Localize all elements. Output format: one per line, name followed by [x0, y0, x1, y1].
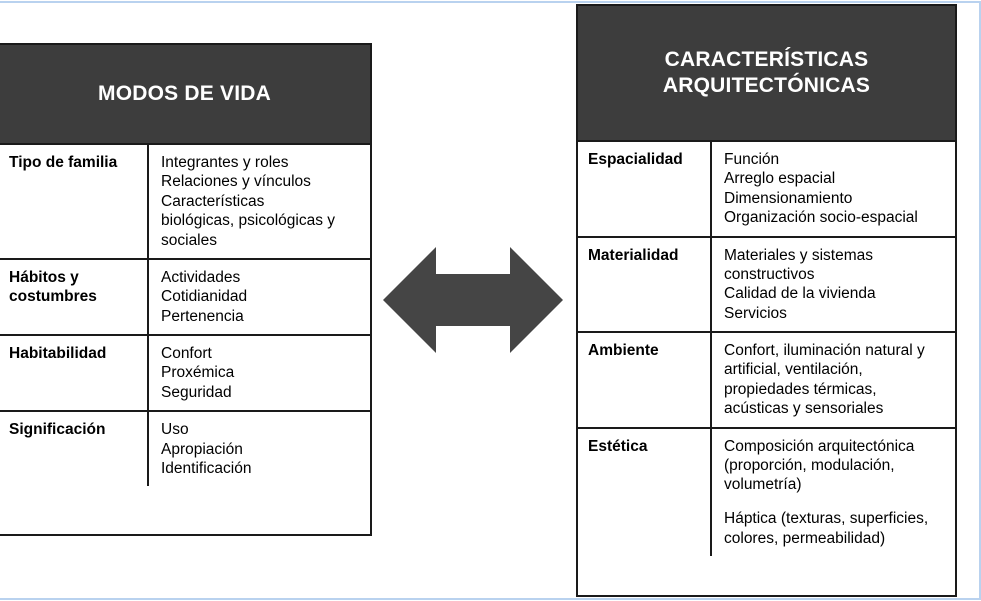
title-line-1: CARACTERÍSTICAS — [664, 48, 869, 72]
list-item: Características — [161, 192, 265, 210]
row-label-materialidad: Materialidad — [578, 237, 712, 331]
row-label-habitabilidad: Habitabilidad — [0, 336, 149, 411]
row-label-ambiente: Ambiente — [578, 333, 712, 427]
list-item-spacer — [724, 495, 947, 510]
row-items-ambiente: Confort, iluminación natural y artificia… — [712, 333, 955, 427]
row-items-significacion: Uso Apropiación Identificación — [149, 412, 370, 486]
list-item: sociales — [161, 231, 217, 249]
list-item: Materiales y sistemas — [724, 246, 874, 264]
modos-de-vida-title: MODOS DE VIDA — [98, 82, 271, 106]
row-items-estetica: Composición arquitectónica (proporción, … — [712, 429, 955, 557]
row-items-habitabilidad: Confort Proxémica Seguridad — [149, 336, 370, 410]
list-item: Composición arquitectónica — [724, 437, 915, 455]
list-item: Identificación — [161, 459, 252, 477]
list-item: Función — [724, 151, 780, 168]
modos-de-vida-table: MODOS DE VIDA Tipo de familia Integrante… — [0, 43, 372, 536]
list-item: Apropiación — [161, 440, 243, 458]
row-label-espacialidad: Espacialidad — [578, 142, 712, 236]
title-line-2: ARQUITECTÓNICAS — [662, 74, 871, 97]
list-item: Arreglo espacial — [724, 170, 836, 188]
list-item: Seguridad — [161, 383, 232, 401]
row-label-tipo-de-familia: Tipo de familia — [0, 145, 149, 258]
list-item: acústicas y sensoriales — [724, 400, 884, 418]
list-item: Dimensionamiento — [724, 189, 853, 207]
list-item: Integrantes y roles — [161, 154, 289, 171]
list-item: Calidad de la vivienda — [724, 285, 876, 303]
row-items-espacialidad: Función Arreglo espacial Dimensionamient… — [712, 142, 955, 236]
list-item: Cotidianidad — [161, 288, 248, 306]
table-row: Hábitos y costumbres Actividades Cotidia… — [0, 257, 370, 334]
table-row: Tipo de familia Integrantes y roles Rela… — [0, 143, 370, 258]
list-item: (proporción, modulación, — [724, 456, 895, 474]
list-item: Uso — [161, 421, 189, 439]
list-item: Proxémica — [161, 364, 235, 382]
row-label-habitos-y-costumbres: Hábitos y costumbres — [0, 259, 149, 334]
row-label-significacion: Significación — [0, 412, 149, 487]
row-items-habitos-y-costumbres: Actividades Cotidianidad Pertenencia — [149, 260, 370, 334]
list-item: Relaciones y vínculos — [161, 173, 311, 191]
list-item: colores, permeabilidad) — [724, 529, 886, 547]
table-row: Estética Composición arquitectónica (pro… — [578, 426, 955, 557]
row-items-tipo-de-familia: Integrantes y roles Relaciones y vínculo… — [149, 145, 370, 258]
list-item: Confort, iluminación natural y — [724, 342, 925, 359]
row-label-estetica: Estética — [578, 428, 712, 557]
list-item: Confort — [161, 345, 212, 362]
list-item: artificial, ventilación, — [724, 361, 863, 379]
table-row: Ambiente Confort, iluminación natural y … — [578, 331, 955, 427]
list-item: constructivos — [724, 265, 815, 283]
table-row: Espacialidad Función Arreglo espacial Di… — [578, 140, 955, 236]
list-item: biológicas, psicológicas y — [161, 212, 336, 230]
list-item: Organización socio-espacial — [724, 209, 918, 227]
list-item: Pertenencia — [161, 307, 244, 325]
list-item: volumetría) — [724, 476, 802, 494]
double-headed-arrow-icon — [383, 247, 563, 353]
table-row: Materialidad Materiales y sistemas const… — [578, 235, 955, 332]
list-item: Servicios — [724, 304, 787, 322]
list-item: propiedades térmicas, — [724, 380, 877, 398]
table-row: Habitabilidad Confort Proxémica Segurida… — [0, 334, 370, 411]
list-item: Háptica (texturas, superficies, — [724, 510, 929, 528]
modos-de-vida-header: MODOS DE VIDA — [0, 45, 370, 143]
table-row: Significación Uso Apropiación Identifica… — [0, 410, 370, 487]
list-item: Actividades — [161, 268, 241, 286]
row-items-materialidad: Materiales y sistemas constructivos Cali… — [712, 238, 955, 332]
